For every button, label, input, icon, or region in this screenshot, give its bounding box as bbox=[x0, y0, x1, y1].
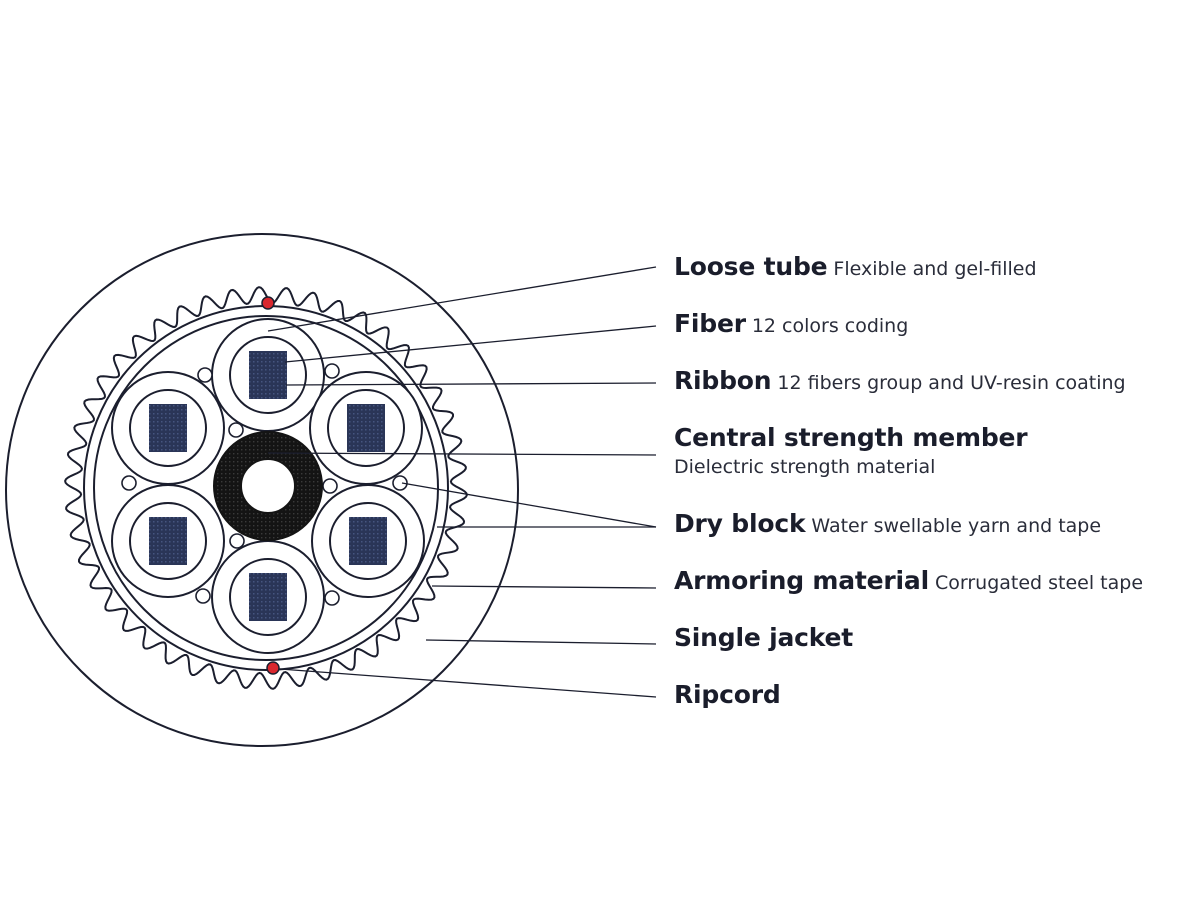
armoring-material-term: Armoring material bbox=[674, 566, 929, 595]
dry-block-yarn bbox=[229, 533, 245, 549]
dry-block-yarn bbox=[195, 588, 211, 604]
dry-block-yarn bbox=[228, 422, 244, 438]
dry-block-yarn bbox=[324, 363, 340, 379]
loose-tube-upper-left bbox=[111, 371, 225, 485]
dry-block-yarn bbox=[392, 475, 408, 491]
ribbon-description: 12 fibers group and UV-resin coating bbox=[777, 372, 1126, 394]
dry-block-term: Dry block bbox=[674, 509, 806, 538]
loose-tube-lower-right bbox=[311, 484, 425, 598]
ripcord-term: Ripcord bbox=[674, 680, 781, 709]
loose-tubes-group bbox=[111, 318, 425, 654]
fiber-term: Fiber bbox=[674, 309, 746, 338]
loose-tube-description: Flexible and gel-filled bbox=[833, 258, 1037, 280]
dry-block-tape-ring bbox=[93, 315, 439, 661]
armoring-material-description: Corrugated steel tape bbox=[934, 572, 1144, 594]
label-central-strength-member: Central strength member Dielectric stren… bbox=[674, 423, 1028, 479]
label-ripcord: Ripcord bbox=[674, 680, 781, 710]
central-strength-member-term: Central strength member bbox=[674, 423, 1028, 452]
dry-block-yarn bbox=[121, 475, 137, 491]
loose-tube-bottom bbox=[211, 540, 325, 654]
leader-ribbon bbox=[285, 382, 657, 386]
fiber-ribbon-top bbox=[249, 351, 287, 399]
central-strength-member-description: Dielectric strength material bbox=[674, 455, 936, 478]
loose-tube-top bbox=[211, 318, 325, 432]
loose-tube-term: Loose tube bbox=[674, 252, 828, 281]
leader-central-strength-member bbox=[267, 452, 657, 456]
fiber-ribbon-lower-right bbox=[349, 517, 387, 565]
leader-ripcord bbox=[279, 668, 657, 698]
ripcord-bottom bbox=[266, 661, 280, 675]
leader-armoring-material bbox=[431, 585, 657, 589]
ribbon-term: Ribbon bbox=[674, 366, 772, 395]
fiber-ribbon-upper-left bbox=[149, 404, 187, 452]
leader-fiber bbox=[284, 325, 657, 363]
dry-block-yarn bbox=[322, 478, 338, 494]
central-strength-member-hole bbox=[240, 458, 296, 514]
fiber-ribbon-upper-right bbox=[347, 404, 385, 452]
leader-loose-tube bbox=[267, 266, 657, 332]
leader-lines bbox=[267, 266, 657, 698]
loose-tube-upper-right bbox=[309, 371, 423, 485]
fiber-description: 12 colors coding bbox=[751, 315, 909, 337]
leader-dry-block-yarn bbox=[401, 482, 657, 528]
fiber-ribbon-lower-left bbox=[149, 517, 187, 565]
dry-block-yarn bbox=[324, 590, 340, 606]
ripcord-top bbox=[261, 296, 275, 310]
label-single-jacket: Single jacket bbox=[674, 623, 854, 653]
loose-tube-lower-left bbox=[111, 484, 225, 598]
fiber-ribbon-bottom bbox=[249, 573, 287, 621]
single-jacket-term: Single jacket bbox=[674, 623, 854, 652]
leader-single-jacket bbox=[425, 639, 657, 645]
dry-block-description: Water swellable yarn and tape bbox=[811, 515, 1102, 537]
dry-block-yarn bbox=[197, 367, 213, 383]
